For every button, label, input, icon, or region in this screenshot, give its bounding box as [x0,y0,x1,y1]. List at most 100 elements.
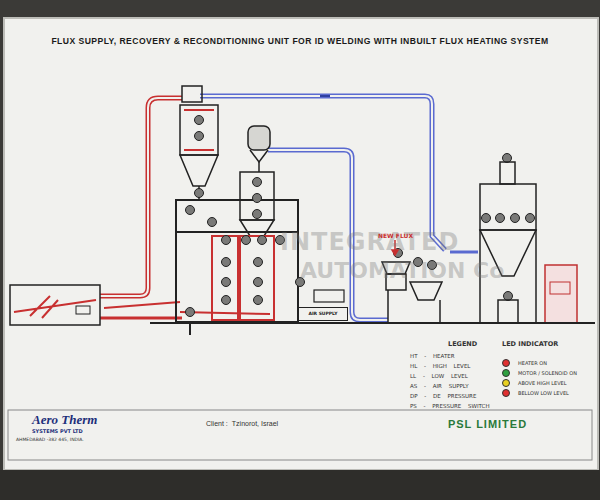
valve [504,292,513,301]
label: PS - PRESSURE SWITCH [410,403,490,409]
valve [222,236,231,245]
filter-unit [480,184,536,230]
trough [14,296,96,318]
hopper-left [180,105,218,155]
valve [511,214,520,223]
valve [195,132,204,141]
hopper-right [240,236,274,320]
node-text: SYSTEMS PVT LTD [10,428,200,434]
node-text: AHMEDABAD -382 445, INDIA. [10,437,200,442]
blue-pipe [320,95,330,97]
silo [258,162,260,172]
legend-text: BELLOW LOW LEVEL [518,390,569,396]
control-panel [550,282,570,294]
red-pipe [100,98,270,318]
valve [253,178,262,187]
new-flux-hopper [410,282,442,300]
label: LL - LOW LEVEL [410,373,468,379]
red-pipe [100,98,182,296]
valve [253,210,262,219]
node-text: PSL LIMITED [385,412,590,430]
blue-pipe [200,96,445,250]
footer-band [8,410,592,460]
red-pipe [100,317,182,320]
label: LEGEND [448,340,477,348]
valve [242,236,251,245]
watermark: INTEGRATED [280,228,459,256]
hopper-right [212,236,238,320]
label: NEW FLUX [378,232,413,239]
legend-swatch [502,389,510,397]
label: AS - AIR SUPPLY [410,383,469,389]
label: LED INDICATOR [502,340,558,348]
filter-unit [498,300,518,323]
pressure-box [314,290,344,302]
red-pipe [104,302,180,308]
silo [250,150,268,162]
legend-swatch [502,359,510,367]
control-panel [545,265,577,323]
trough [76,306,90,314]
hopper-right [240,172,274,220]
frame [176,231,298,233]
filter-unit [500,162,515,184]
node-text: Client : [200,414,232,427]
ground-line [150,322,595,324]
board [4,18,598,470]
legend-text: ABOVE HIGH LEVEL [518,380,567,386]
node-text: Tzinorot, Israel [232,420,278,427]
valve [195,189,204,198]
board [0,18,600,500]
blue-pipe [200,96,445,320]
board [0,470,600,500]
valve [222,296,231,305]
filter-unit [450,162,536,323]
legend-swatch [502,379,510,387]
valve [496,214,505,223]
valve [222,258,231,267]
valve [482,214,491,223]
label: DP - DE PRESSURE [410,393,476,399]
watermark: AUTOMATION Co [300,258,504,283]
valve [186,206,195,215]
blue-pipe [200,96,445,250]
hopper-right [212,172,274,320]
legend-row: HEATER ON [502,353,547,371]
valve [254,258,263,267]
valve [254,296,263,305]
ground-line [150,323,595,324]
node-text: AIR SUPPLY [299,308,347,320]
valve [254,278,263,287]
hopper-right [240,220,274,236]
equipment-box: PSL LIMITED [385,412,590,458]
valve [186,308,195,317]
red-pipe [100,98,182,296]
label: HT - HEATER [410,353,455,359]
valve [526,214,535,223]
trough [10,285,100,325]
valve [208,218,217,227]
frame [176,200,298,335]
hopper-left [184,110,214,150]
new-flux-hopper [439,300,441,323]
valve [253,194,262,203]
equipment-box: Aero ThermSYSTEMS PVT LTDAHMEDABAD -382 … [10,412,200,458]
legend-text: HEATER ON [518,360,547,366]
diagram-title: FLUX SUPPLY, RECOVERY & RECONDITIONING U… [8,36,592,46]
trough [10,285,100,325]
legend-row: ABOVE HIGH LEVEL [502,373,567,391]
new-flux-hopper [387,290,389,323]
legend-swatch [502,369,510,377]
silo [248,126,270,172]
equipment-box: AIR SUPPLY [298,307,348,321]
legend-row: MOTOR / SOLENOID ON [502,363,577,381]
hopper-left [182,86,202,102]
label: HL - HIGH LEVEL [410,363,470,369]
hopper-left [180,86,218,200]
valve [222,278,231,287]
footer-band [8,410,592,460]
legend-row: BELLOW LOW LEVEL [502,383,569,401]
filter-unit [535,230,537,323]
valve [503,154,512,163]
